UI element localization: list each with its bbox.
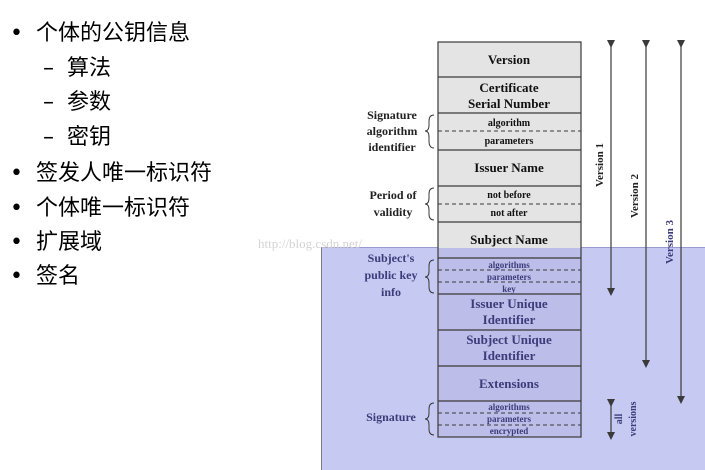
dash-symbol: – [43, 125, 54, 150]
bullet-item: • 签名 [10, 265, 80, 289]
label-versions: versions [628, 401, 639, 436]
watermark: http://blog.csdn.net/ [258, 236, 362, 251]
label-version3: Version 3 [664, 220, 676, 264]
sub-bullet-item: –参数 [43, 91, 111, 115]
field-pk-algorithms: algorithms [488, 260, 530, 270]
field-issuer-uid-line2: Identifier [483, 312, 536, 327]
brace-signature-algorithm [424, 114, 435, 149]
label-validity-1: Period of [370, 188, 418, 202]
label-all: all [614, 414, 625, 425]
cell-extensions [438, 366, 581, 401]
field-serial-line2: Serial Number [468, 96, 550, 111]
label-signature-algorithm-3: identifier [368, 140, 416, 154]
field-not-before: not before [487, 190, 531, 201]
label-validity-2: validity [374, 205, 413, 219]
cell-subject-uid [438, 330, 581, 366]
field-issuer-uid-line1: Issuer Unique [470, 296, 548, 311]
field-serial-line1: Certificate [479, 80, 538, 95]
bullet-text: 个体的公钥信息 [36, 21, 191, 46]
sub-bullet-text: 密钥 [67, 125, 112, 150]
brace-signature [424, 402, 435, 436]
field-issuer-name: Issuer Name [474, 160, 544, 175]
field-subject-uid-line2: Identifier [483, 348, 536, 363]
bullet-text: 扩展域 [36, 230, 103, 255]
label-version2: Version 2 [629, 174, 641, 218]
cell-signature [438, 401, 581, 437]
bullet-text: 个体唯一标识符 [36, 196, 191, 221]
field-s-algorithms: algorithms [488, 402, 530, 412]
sub-bullet-item: –算法 [43, 57, 111, 81]
bullet-text: 签发人唯一标识符 [36, 161, 213, 186]
bullet-item: • 个体的公钥信息 [10, 22, 190, 46]
bullet-symbol: • [10, 230, 23, 255]
certificate-frame [437, 41, 582, 438]
cell-subject-name-top [438, 222, 581, 248]
label-public-key-3: info [381, 285, 401, 299]
bullet-item: • 个体唯一标识符 [10, 197, 190, 221]
cell-issuer-uid [438, 294, 581, 330]
cell-serial [438, 77, 581, 113]
field-s-parameters: parameters [487, 414, 531, 424]
field-signature-algorithm: algorithm [488, 118, 531, 129]
bullet-symbol: • [10, 196, 23, 221]
field-extensions: Extensions [479, 376, 539, 391]
dash-symbol: – [43, 56, 54, 81]
label-public-key-1: Subject's [368, 251, 415, 265]
sub-bullet-item: –密钥 [43, 126, 111, 150]
bullet-symbol: • [10, 264, 23, 289]
brace-validity [424, 187, 435, 221]
dash-symbol: – [43, 90, 54, 115]
label-public-key-2: public key [364, 268, 417, 282]
field-not-after: not after [491, 208, 528, 219]
brace-public-key [424, 259, 435, 294]
bullet-symbol: • [10, 21, 23, 46]
cell-signature-algorithm [438, 113, 581, 150]
sub-bullet-text: 参数 [67, 90, 112, 115]
field-subject-uid-line1: Subject Unique [466, 332, 552, 347]
label-signature: Signature [366, 410, 416, 424]
field-signature-parameters: parameters [485, 136, 534, 147]
label-signature-algorithm-1: Signature [367, 108, 417, 122]
sub-bullet-text: 算法 [67, 56, 112, 81]
cell-issuer-name [438, 150, 581, 186]
cell-subject-name-bottom [438, 248, 581, 258]
field-version: Version [488, 52, 531, 67]
label-signature-algorithm-2: algorithm [367, 124, 418, 138]
bullet-item: • 签发人唯一标识符 [10, 162, 212, 186]
field-pk-parameters: parameters [487, 272, 531, 282]
bullet-symbol: • [10, 161, 23, 186]
bullet-item: • 扩展域 [10, 231, 102, 255]
cell-public-key [438, 258, 581, 294]
field-subject-name: Subject Name [470, 232, 548, 247]
bullet-text: 签名 [36, 264, 81, 289]
label-version1: Version 1 [594, 143, 606, 187]
cell-version [438, 42, 581, 77]
field-s-encrypted: encrypted [490, 426, 529, 436]
field-pk-key: key [502, 284, 516, 294]
